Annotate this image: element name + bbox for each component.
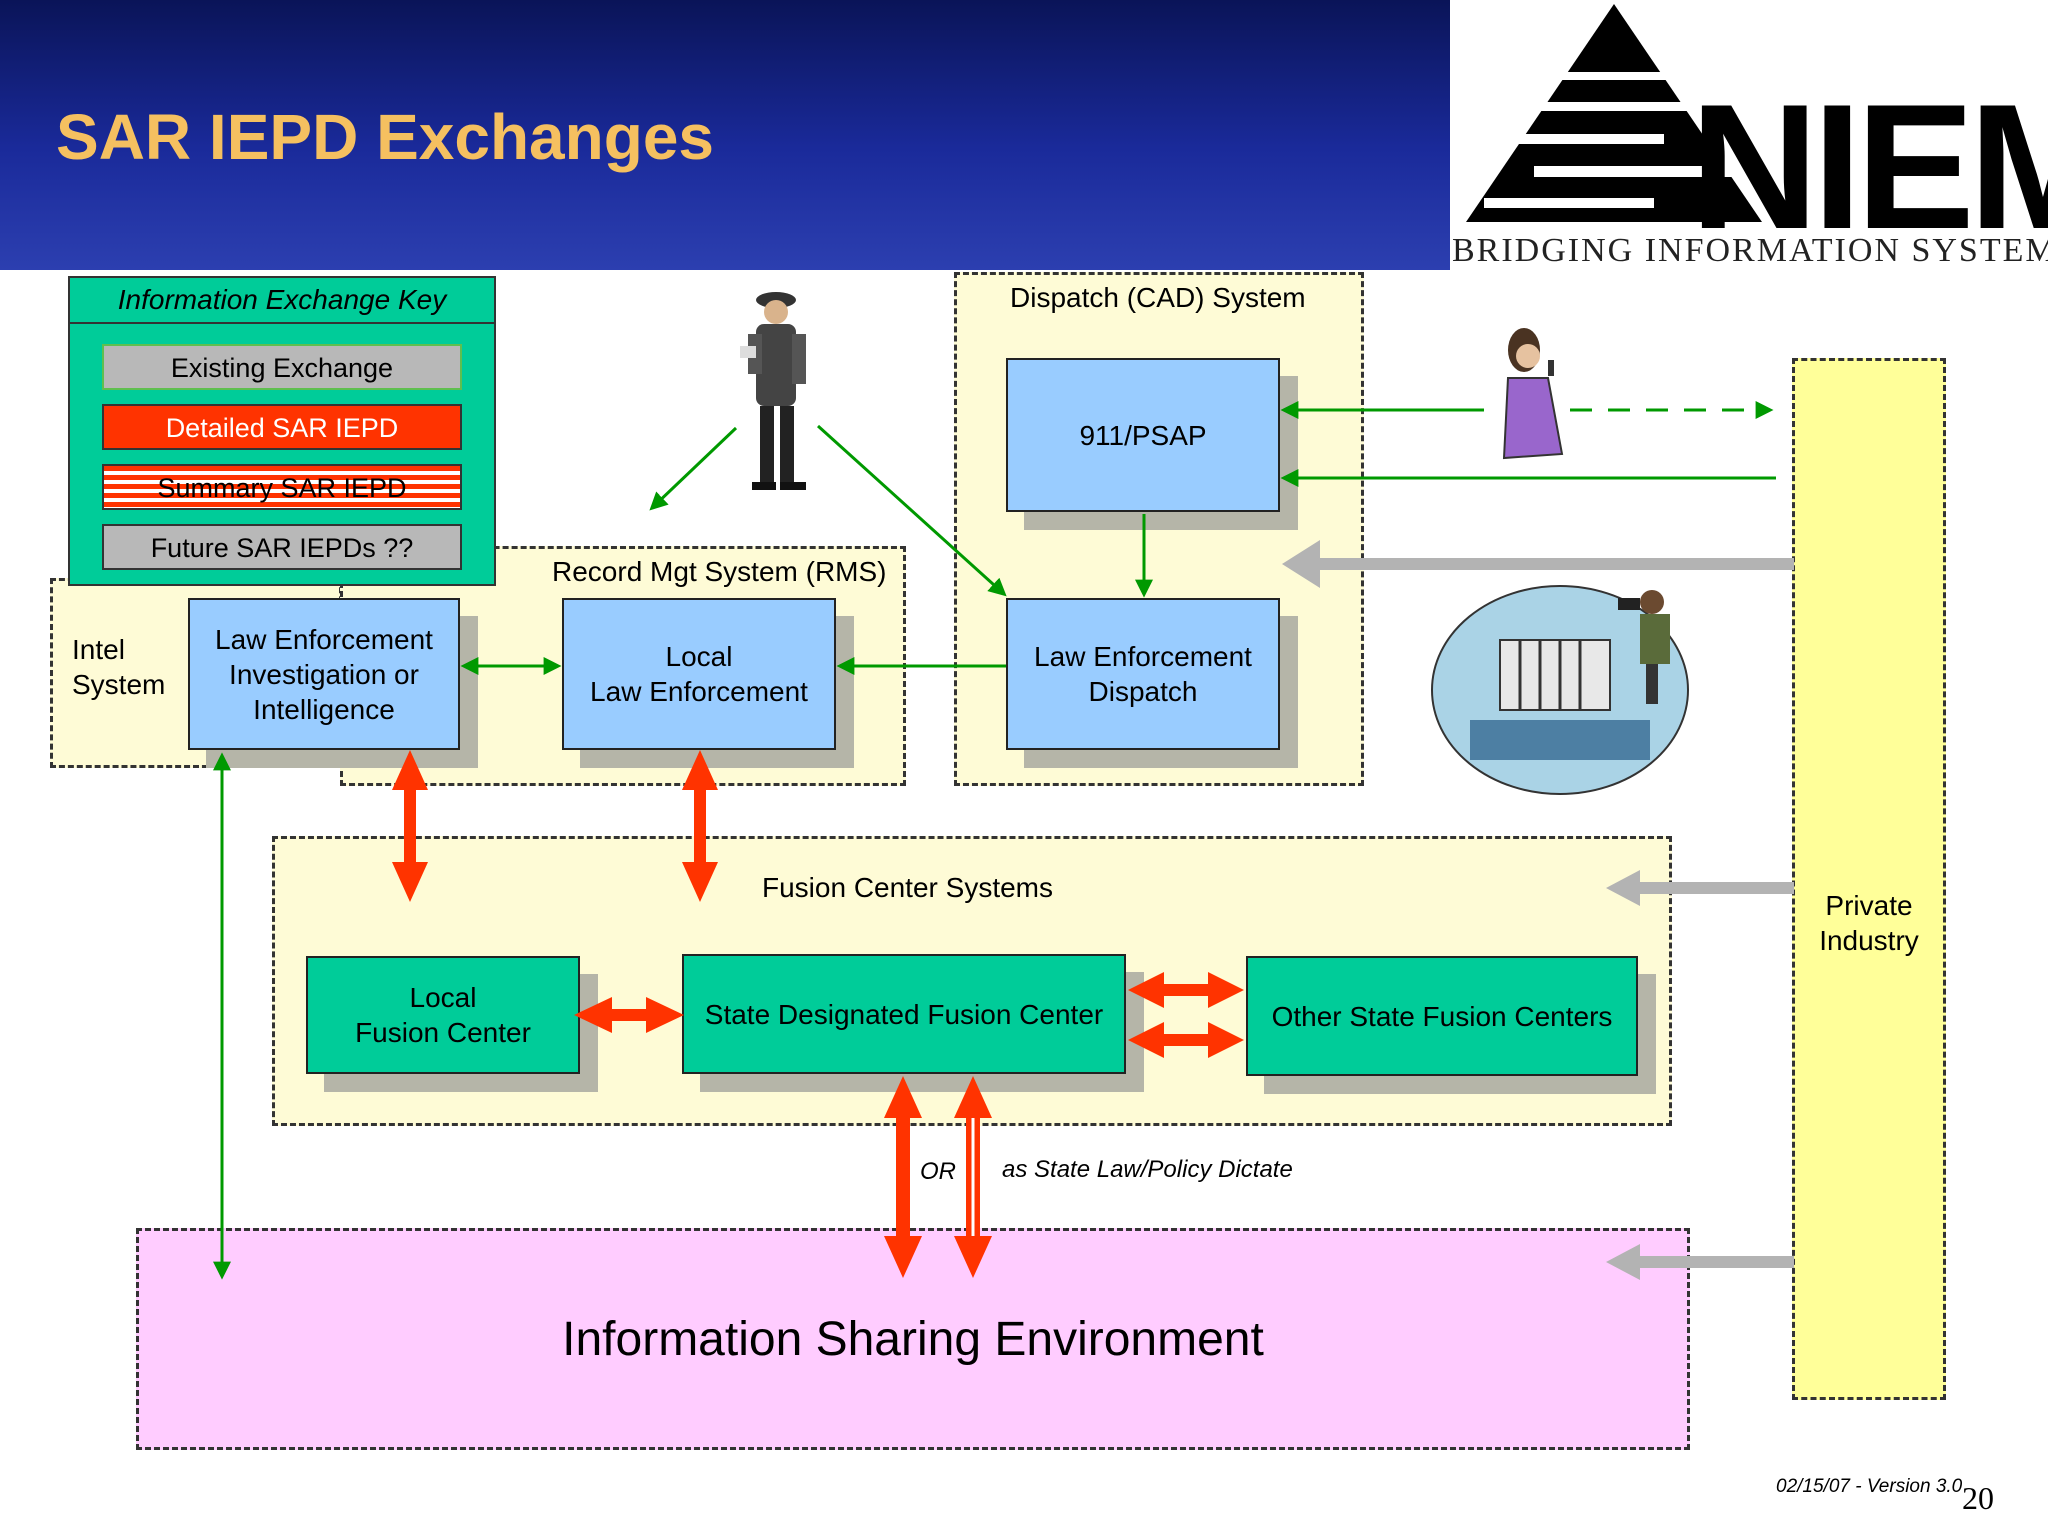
detailed-sar-arrows xyxy=(392,750,1244,1278)
policy-note: as State Law/Policy Dictate xyxy=(1002,1156,1293,1183)
police-officer-icon xyxy=(740,292,806,490)
niem-pyramid-icon xyxy=(1466,4,1762,222)
le-investigation-box: Law Enforcement Investigation or Intelli… xyxy=(188,598,460,750)
future-exchange-arrows xyxy=(1282,540,1794,1280)
key-heading: Information Exchange Key xyxy=(70,278,494,324)
state-fusion-center-box: State Designated Fusion Center xyxy=(682,954,1126,1074)
psap-box: 911/PSAP xyxy=(1006,358,1280,512)
private-industry-label: Private Industry xyxy=(1819,890,1919,956)
key-summary-sar-iepd: Summary SAR IEPD xyxy=(102,464,462,510)
ise-label: Information Sharing Environment xyxy=(562,1313,1264,1366)
key-detailed-sar-iepd: Detailed SAR IEPD xyxy=(102,404,462,450)
le-dispatch-box: Law Enforcement Dispatch xyxy=(1006,598,1280,750)
private-industry-region xyxy=(1792,358,1946,1400)
existing-exchange-arrows xyxy=(213,401,1776,1280)
summary-sar-arrow xyxy=(954,1076,992,1278)
page-title: SAR IEPD Exchanges xyxy=(56,101,714,173)
rms-label: Record Mgt System (RMS) xyxy=(552,556,887,587)
intel-system-label: Intel System xyxy=(72,634,166,700)
photographer-dam-icon xyxy=(1431,585,1689,795)
page-number: 20 xyxy=(1962,1480,1994,1516)
local-fusion-center-box: Local Fusion Center xyxy=(306,956,580,1074)
cad-label: Dispatch (CAD) System xyxy=(1010,282,1306,313)
ise-region xyxy=(136,1228,1690,1450)
key-future-sar-iepds: Future SAR IEPDs ?? xyxy=(102,524,462,570)
logo-word: NIEM xyxy=(1690,67,2048,266)
information-exchange-key: Information Exchange Key Existing Exchan… xyxy=(68,276,496,586)
other-state-fusion-centers-box: Other State Fusion Centers xyxy=(1246,956,1638,1076)
version-note: 02/15/07 - Version 3.0 xyxy=(1776,1476,1963,1497)
key-existing-exchange: Existing Exchange xyxy=(102,344,462,390)
niem-logo: NIEM BRIDGING INFORMATION SYSTEMS xyxy=(1450,0,2048,270)
logo-tagline: BRIDGING INFORMATION SYSTEMS xyxy=(1452,232,2048,269)
or-note: OR xyxy=(920,1158,956,1185)
woman-on-phone-icon xyxy=(1502,328,1564,460)
local-law-enforcement-box: Local Law Enforcement xyxy=(562,598,836,750)
fusion-center-label: Fusion Center Systems xyxy=(762,872,1053,903)
header-banner xyxy=(0,0,1450,270)
